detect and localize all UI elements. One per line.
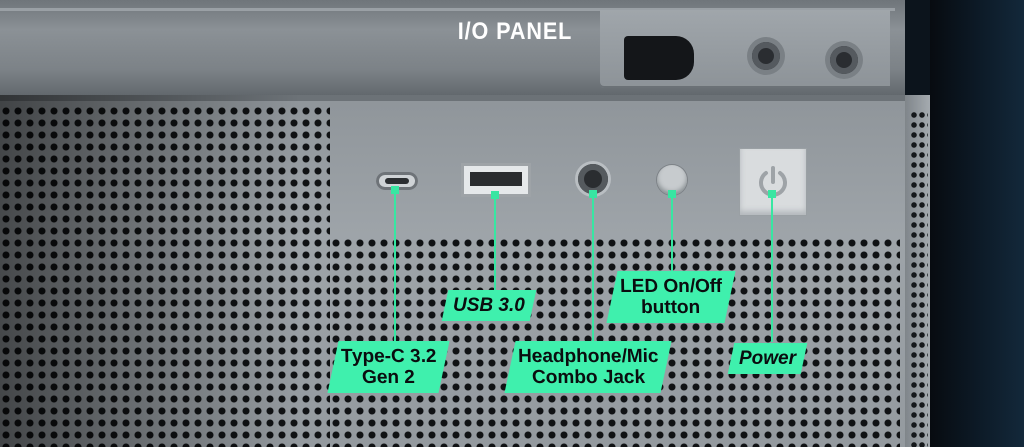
panel-title: I/O PANEL <box>457 18 573 45</box>
screw-hole <box>830 46 858 74</box>
label-led-line2: button <box>639 297 703 318</box>
usb-a-port-icon <box>461 163 531 197</box>
panel-shadow <box>0 95 300 447</box>
label-power-text: Power <box>739 348 797 369</box>
callout-line <box>771 194 773 342</box>
label-led-line1: LED On/Off <box>617 276 725 297</box>
callout-line <box>394 190 396 342</box>
label-power: Power <box>727 343 808 374</box>
bracket-slot <box>624 36 694 80</box>
label-usb-3-text: USB 3.0 <box>453 295 525 316</box>
front-panel-lip <box>0 95 930 101</box>
callout-line <box>592 194 594 342</box>
usb-c-port-icon <box>376 172 418 190</box>
edge-mesh <box>910 110 928 447</box>
power-button-icon <box>739 148 807 216</box>
screw-hole <box>752 42 780 70</box>
callout-line <box>671 194 673 272</box>
label-headphone-line1: Headphone/Mic <box>515 346 661 367</box>
case-top-rim <box>0 8 895 11</box>
label-usb-3: USB 3.0 <box>441 290 537 321</box>
background-glow <box>930 0 1024 447</box>
callout-line <box>494 195 496 291</box>
label-headphone-line2: Combo Jack <box>529 367 647 388</box>
label-type-c-line2: Gen 2 <box>360 367 418 388</box>
label-type-c-line1: Type-C 3.2 <box>338 346 439 367</box>
audio-jack-icon <box>578 164 608 194</box>
